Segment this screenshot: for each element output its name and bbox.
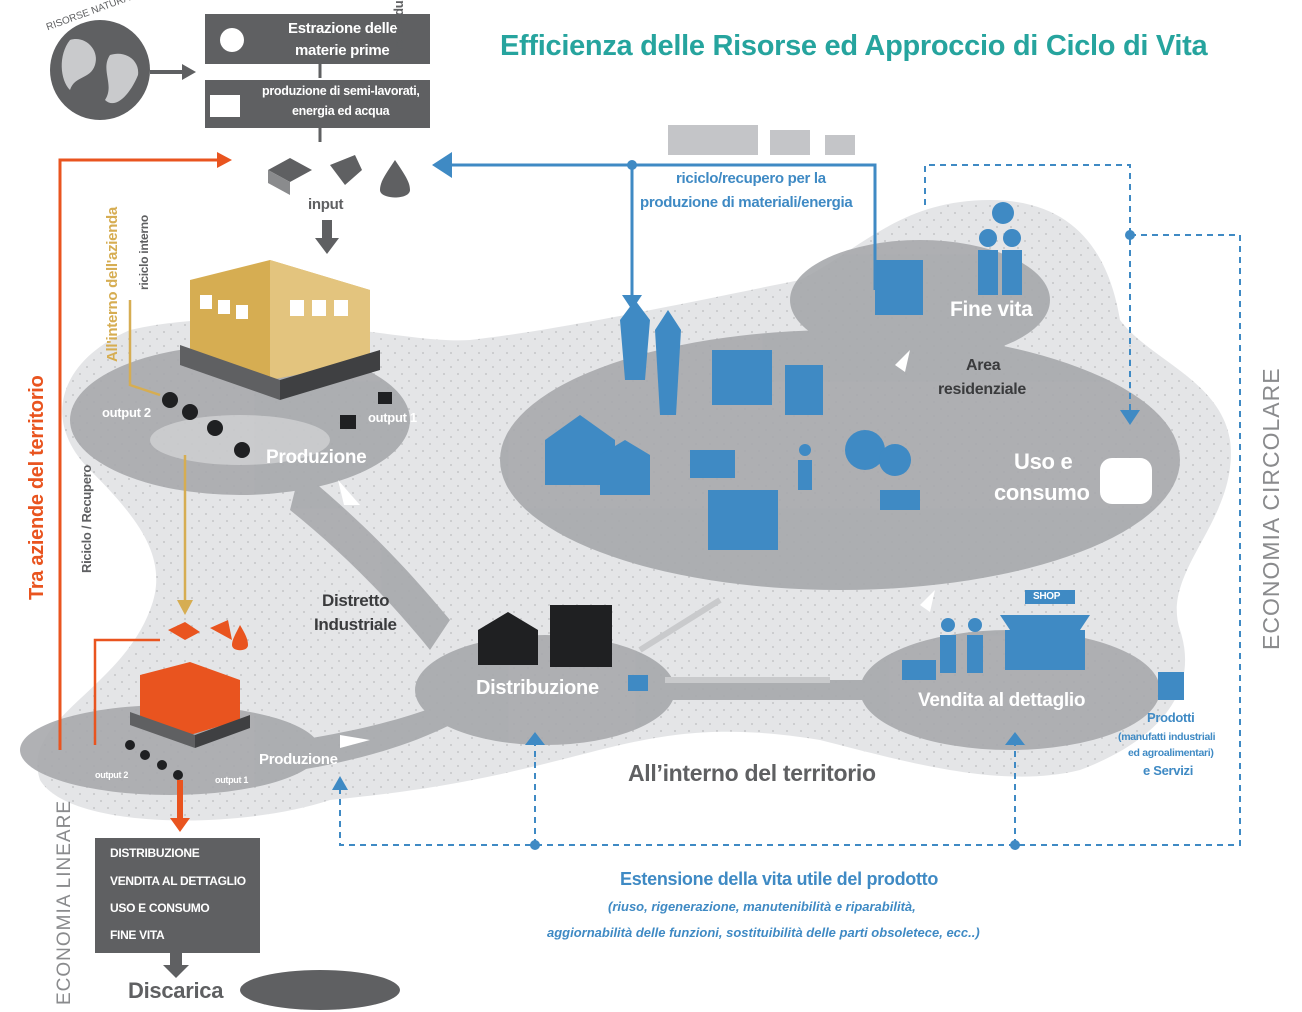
shop-icon <box>1000 615 1090 630</box>
residential-icons <box>545 202 1184 700</box>
plug-icon <box>330 155 362 185</box>
distribution-label: Distribuzione <box>476 677 599 699</box>
within-territory-label: All’interno del territorio <box>628 760 876 786</box>
drop-icon <box>380 160 410 198</box>
couple-icon <box>979 229 997 247</box>
products-label-4: e Servizi <box>1143 763 1194 778</box>
family-icon <box>799 444 811 456</box>
production-big-label: Produzione <box>266 447 367 468</box>
landfill-label: Discarica <box>128 978 224 1003</box>
linear-step-retail: VENDITA AL DETTAGLIO <box>110 874 246 888</box>
between-companies-label: Tra aziende del territorio <box>26 375 48 601</box>
arrow-down-icon <box>315 238 339 254</box>
bench-icon <box>690 450 735 478</box>
semi-finished-label-2: energia ed acqua <box>292 104 390 118</box>
house-icon <box>545 415 615 485</box>
parcel-icon <box>628 675 648 691</box>
house-icon-2 <box>600 440 650 495</box>
cubes-icon-orange <box>168 622 200 640</box>
extraction-label-2: materie prime <box>295 42 390 59</box>
office-building-icon <box>712 350 772 405</box>
production-building-big <box>162 260 392 458</box>
pre-production-boxes <box>205 14 430 142</box>
use-consumption-label-2: consumo <box>994 480 1090 505</box>
retail-label: Vendita al dettaglio <box>918 690 1086 711</box>
output2-small-label: output 2 <box>95 770 129 780</box>
residential-area-label-2: residenziale <box>938 381 1027 398</box>
pylon-icon <box>620 300 650 380</box>
products-label-3: ed agroalimentari) <box>1128 747 1214 759</box>
factory-icon <box>210 95 240 117</box>
industrial-district-label-2: Industriale <box>314 615 397 634</box>
tree-icon <box>845 430 885 470</box>
production-building-small <box>125 620 250 780</box>
input-label: input <box>308 196 344 213</box>
within-company-label: All'interno dell'azienda <box>104 207 121 362</box>
semi-finished-label-1: produzione di semi-lavorati, <box>262 84 420 98</box>
recycle-top-label-1: riciclo/recupero per la <box>676 170 826 187</box>
shop-sign <box>1025 590 1075 604</box>
recycle-top-label-2: produzione di materiali/energia <box>640 194 853 211</box>
basket-icon <box>902 660 936 680</box>
output1-big-label: output 1 <box>368 410 417 425</box>
output2-big-label: output 2 <box>102 405 151 420</box>
drop-icon-orange <box>232 625 248 651</box>
output1-small-label: output 1 <box>215 775 249 785</box>
linear-step-distribution: DISTRIBUZIONE <box>110 846 200 860</box>
hand-icon <box>1100 458 1152 504</box>
extraction-label-1: Estrazione delle <box>288 20 398 37</box>
warehouse-icon <box>478 605 612 667</box>
bench-icon-2 <box>880 490 920 510</box>
end-of-life-label: Fine vita <box>950 298 1033 321</box>
extension-title: Estensione della vita utile del prodotto <box>620 869 939 889</box>
circular-economy-label: ECONOMIA CIRCOLARE <box>1258 367 1284 650</box>
recycling-box-icon <box>875 260 923 315</box>
mining-icon <box>220 28 244 52</box>
shop-sign-label: SHOP <box>1033 591 1061 602</box>
extension-line-1: (riuso, rigenerazione, manutenibilità e … <box>608 899 916 914</box>
products-label-1: Prodotti <box>1147 710 1195 725</box>
products-label-2: (manufatti industriali <box>1118 731 1216 743</box>
globe-icon <box>50 20 196 120</box>
page-title: Efficienza delle Risorse ed Approccio di… <box>500 30 1208 62</box>
plug-icon-orange <box>210 620 232 640</box>
shoppers-icon <box>941 618 955 632</box>
hospital-icon <box>708 490 778 550</box>
linear-economy-box <box>95 838 400 1010</box>
pylon-icon-2 <box>655 310 681 415</box>
residential-area-label-1: Area <box>966 357 1001 374</box>
product-box-icon <box>1158 672 1184 700</box>
pre-production-label: Pre-produzione <box>391 0 406 60</box>
linear-step-use: USO E CONSUMO <box>110 901 210 915</box>
recycle-recovery-label: Riciclo / Recupero <box>79 464 94 573</box>
use-consumption-label-1: Uso e <box>1014 449 1073 474</box>
internal-recycle-label: riciclo interno <box>137 215 151 290</box>
extension-line-2: aggiornabilità delle funzioni, sostituib… <box>547 925 980 940</box>
linear-step-end-of-life: FINE VITA <box>110 928 165 942</box>
input-icons <box>268 155 410 254</box>
industrial-district-label-1: Distretto <box>322 591 390 610</box>
production-small-label: Produzione <box>259 751 338 768</box>
linear-economy-label: ECONOMIA LINEARE <box>54 800 75 1005</box>
office-building-icon-2 <box>785 365 823 415</box>
recycling-plant-icons <box>668 125 855 155</box>
